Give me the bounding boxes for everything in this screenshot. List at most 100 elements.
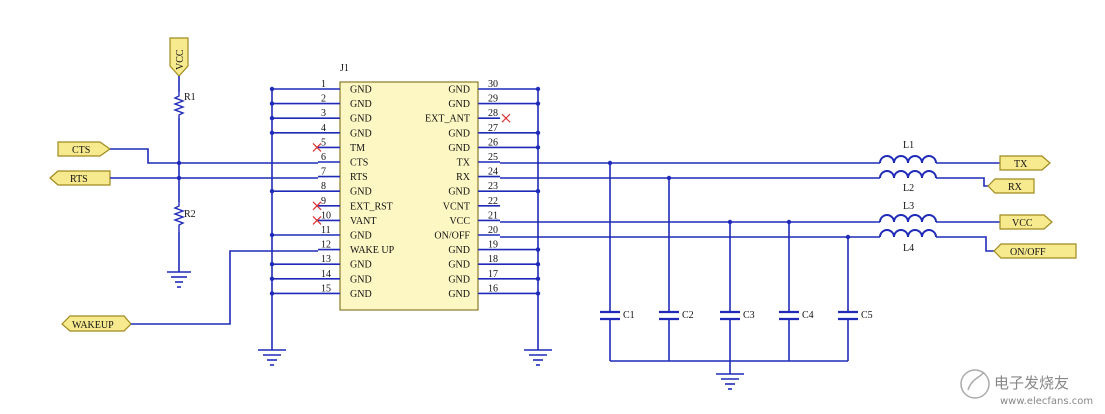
- junction-cap-3: [727, 219, 733, 225]
- pin-number-23: 23: [488, 181, 498, 192]
- pin-name-29: GND: [448, 99, 470, 110]
- pin-name-23: GND: [448, 187, 470, 198]
- pin-name-26: GND: [448, 143, 470, 154]
- pin-name-10: VANT: [350, 216, 376, 227]
- chip-designator: J1: [340, 63, 349, 74]
- pin-number-28: 28: [488, 108, 498, 119]
- label-c1: C1: [623, 310, 635, 321]
- pin-name-17: GND: [448, 274, 470, 285]
- svg-text:RX: RX: [1008, 182, 1023, 193]
- pin-name-8: GND: [350, 187, 372, 198]
- pin-number-12: 12: [321, 240, 331, 251]
- svg-text:CTS: CTS: [72, 145, 90, 156]
- pin-name-14: GND: [350, 274, 372, 285]
- watermark-url: www.elecfans.com: [1000, 396, 1093, 407]
- pin-number-18: 18: [488, 254, 498, 265]
- label-l2: L2: [903, 183, 914, 194]
- port-vcc-top: VCC: [169, 37, 189, 77]
- pin-name-21: VCC: [449, 216, 470, 227]
- pin-name-20: ON/OFF: [434, 231, 470, 242]
- svg-text:VCC: VCC: [175, 49, 186, 70]
- label-c5: C5: [861, 310, 873, 321]
- pin-name-30: GND: [448, 85, 470, 96]
- ground-symbol-r2: [167, 271, 191, 288]
- ground-symbol-right: [524, 349, 552, 366]
- pin-name-1: GND: [350, 85, 372, 96]
- pin-number-25: 25: [488, 152, 498, 163]
- label-l4: L4: [903, 243, 914, 254]
- pin-number-9: 9: [321, 196, 326, 207]
- pin-number-14: 14: [321, 269, 331, 280]
- pin-name-27: GND: [448, 128, 470, 139]
- pin-number-6: 6: [321, 152, 326, 163]
- pin-name-3: GND: [350, 114, 372, 125]
- pin-number-2: 2: [321, 94, 326, 105]
- pin-number-21: 21: [488, 210, 498, 221]
- port-rx: RX: [987, 178, 1035, 194]
- svg-text:TX: TX: [1014, 159, 1028, 170]
- pin-name-25: TX: [457, 158, 471, 169]
- capacitor-group: C1 C2 C3 C4 C5: [600, 160, 873, 361]
- ground-symbol-left: [258, 349, 286, 366]
- svg-text:RTS: RTS: [70, 174, 88, 185]
- pin-number-27: 27: [488, 123, 498, 134]
- pin-number-26: 26: [488, 137, 498, 148]
- inductor-l1: [879, 155, 937, 164]
- pin-number-16: 16: [488, 283, 498, 294]
- pin-name-18: GND: [448, 260, 470, 271]
- label-c2: C2: [682, 310, 694, 321]
- junction-cap-2: [666, 175, 672, 181]
- pin-number-30: 30: [488, 79, 498, 90]
- chip-body: [339, 81, 479, 311]
- pin-number-4: 4: [321, 123, 326, 134]
- label-l1: L1: [903, 140, 914, 151]
- pin-name-15: GND: [350, 289, 372, 300]
- pin-name-12: WAKE UP: [350, 245, 395, 256]
- wakeup-wire: [131, 250, 318, 325]
- pin-number-8: 8: [321, 181, 326, 192]
- pin-number-29: 29: [488, 94, 498, 105]
- resistor-r2: [173, 202, 185, 232]
- watermark-text: 电子发烧友: [994, 374, 1069, 392]
- junction-cap-1: [607, 160, 613, 166]
- resistor-r1: [173, 92, 185, 118]
- pin-name-22: VCNT: [443, 201, 470, 212]
- pin-name-28: EXT_ANT: [425, 114, 470, 125]
- label-c4: C4: [802, 310, 814, 321]
- junction-cap-4: [786, 219, 792, 225]
- label-r2: R2: [184, 209, 196, 220]
- svg-text:VCC: VCC: [1012, 218, 1033, 229]
- watermark-logo-icon: [960, 369, 990, 399]
- no-connect-9: [312, 201, 322, 211]
- pin-name-5: TM: [350, 143, 365, 154]
- pin-number-22: 22: [488, 196, 498, 207]
- port-cts: CTS: [57, 141, 112, 157]
- pin-name-11: GND: [350, 231, 372, 242]
- l4-onoff-wire: [936, 236, 994, 252]
- pin-name-2: GND: [350, 99, 372, 110]
- pin-number-1: 1: [321, 79, 326, 90]
- pin-number-19: 19: [488, 240, 498, 251]
- pin-name-4: GND: [350, 128, 372, 139]
- pin-number-10: 10: [321, 210, 331, 221]
- ground-symbol-caps: [716, 373, 744, 390]
- port-wakeup: WAKEUP: [61, 315, 132, 332]
- no-connect-10: [312, 215, 322, 225]
- label-r1: R1: [184, 92, 196, 103]
- cts-wire: [110, 148, 318, 164]
- inductor-l3: [879, 214, 937, 223]
- pin-number-11: 11: [321, 225, 331, 236]
- label-c3: C3: [743, 310, 755, 321]
- pin-name-16: GND: [448, 289, 470, 300]
- pin-number-13: 13: [321, 254, 331, 265]
- port-onoff: ON/OFF: [993, 243, 1077, 259]
- port-rts: RTS: [49, 170, 111, 186]
- port-vcc-right: VCC: [999, 214, 1053, 230]
- l2-rx-wire: [936, 177, 988, 187]
- inductor-l4: [879, 229, 937, 238]
- pin-number-24: 24: [488, 167, 498, 178]
- svg-text:WAKEUP: WAKEUP: [72, 320, 114, 331]
- pin-number-7: 7: [321, 167, 326, 178]
